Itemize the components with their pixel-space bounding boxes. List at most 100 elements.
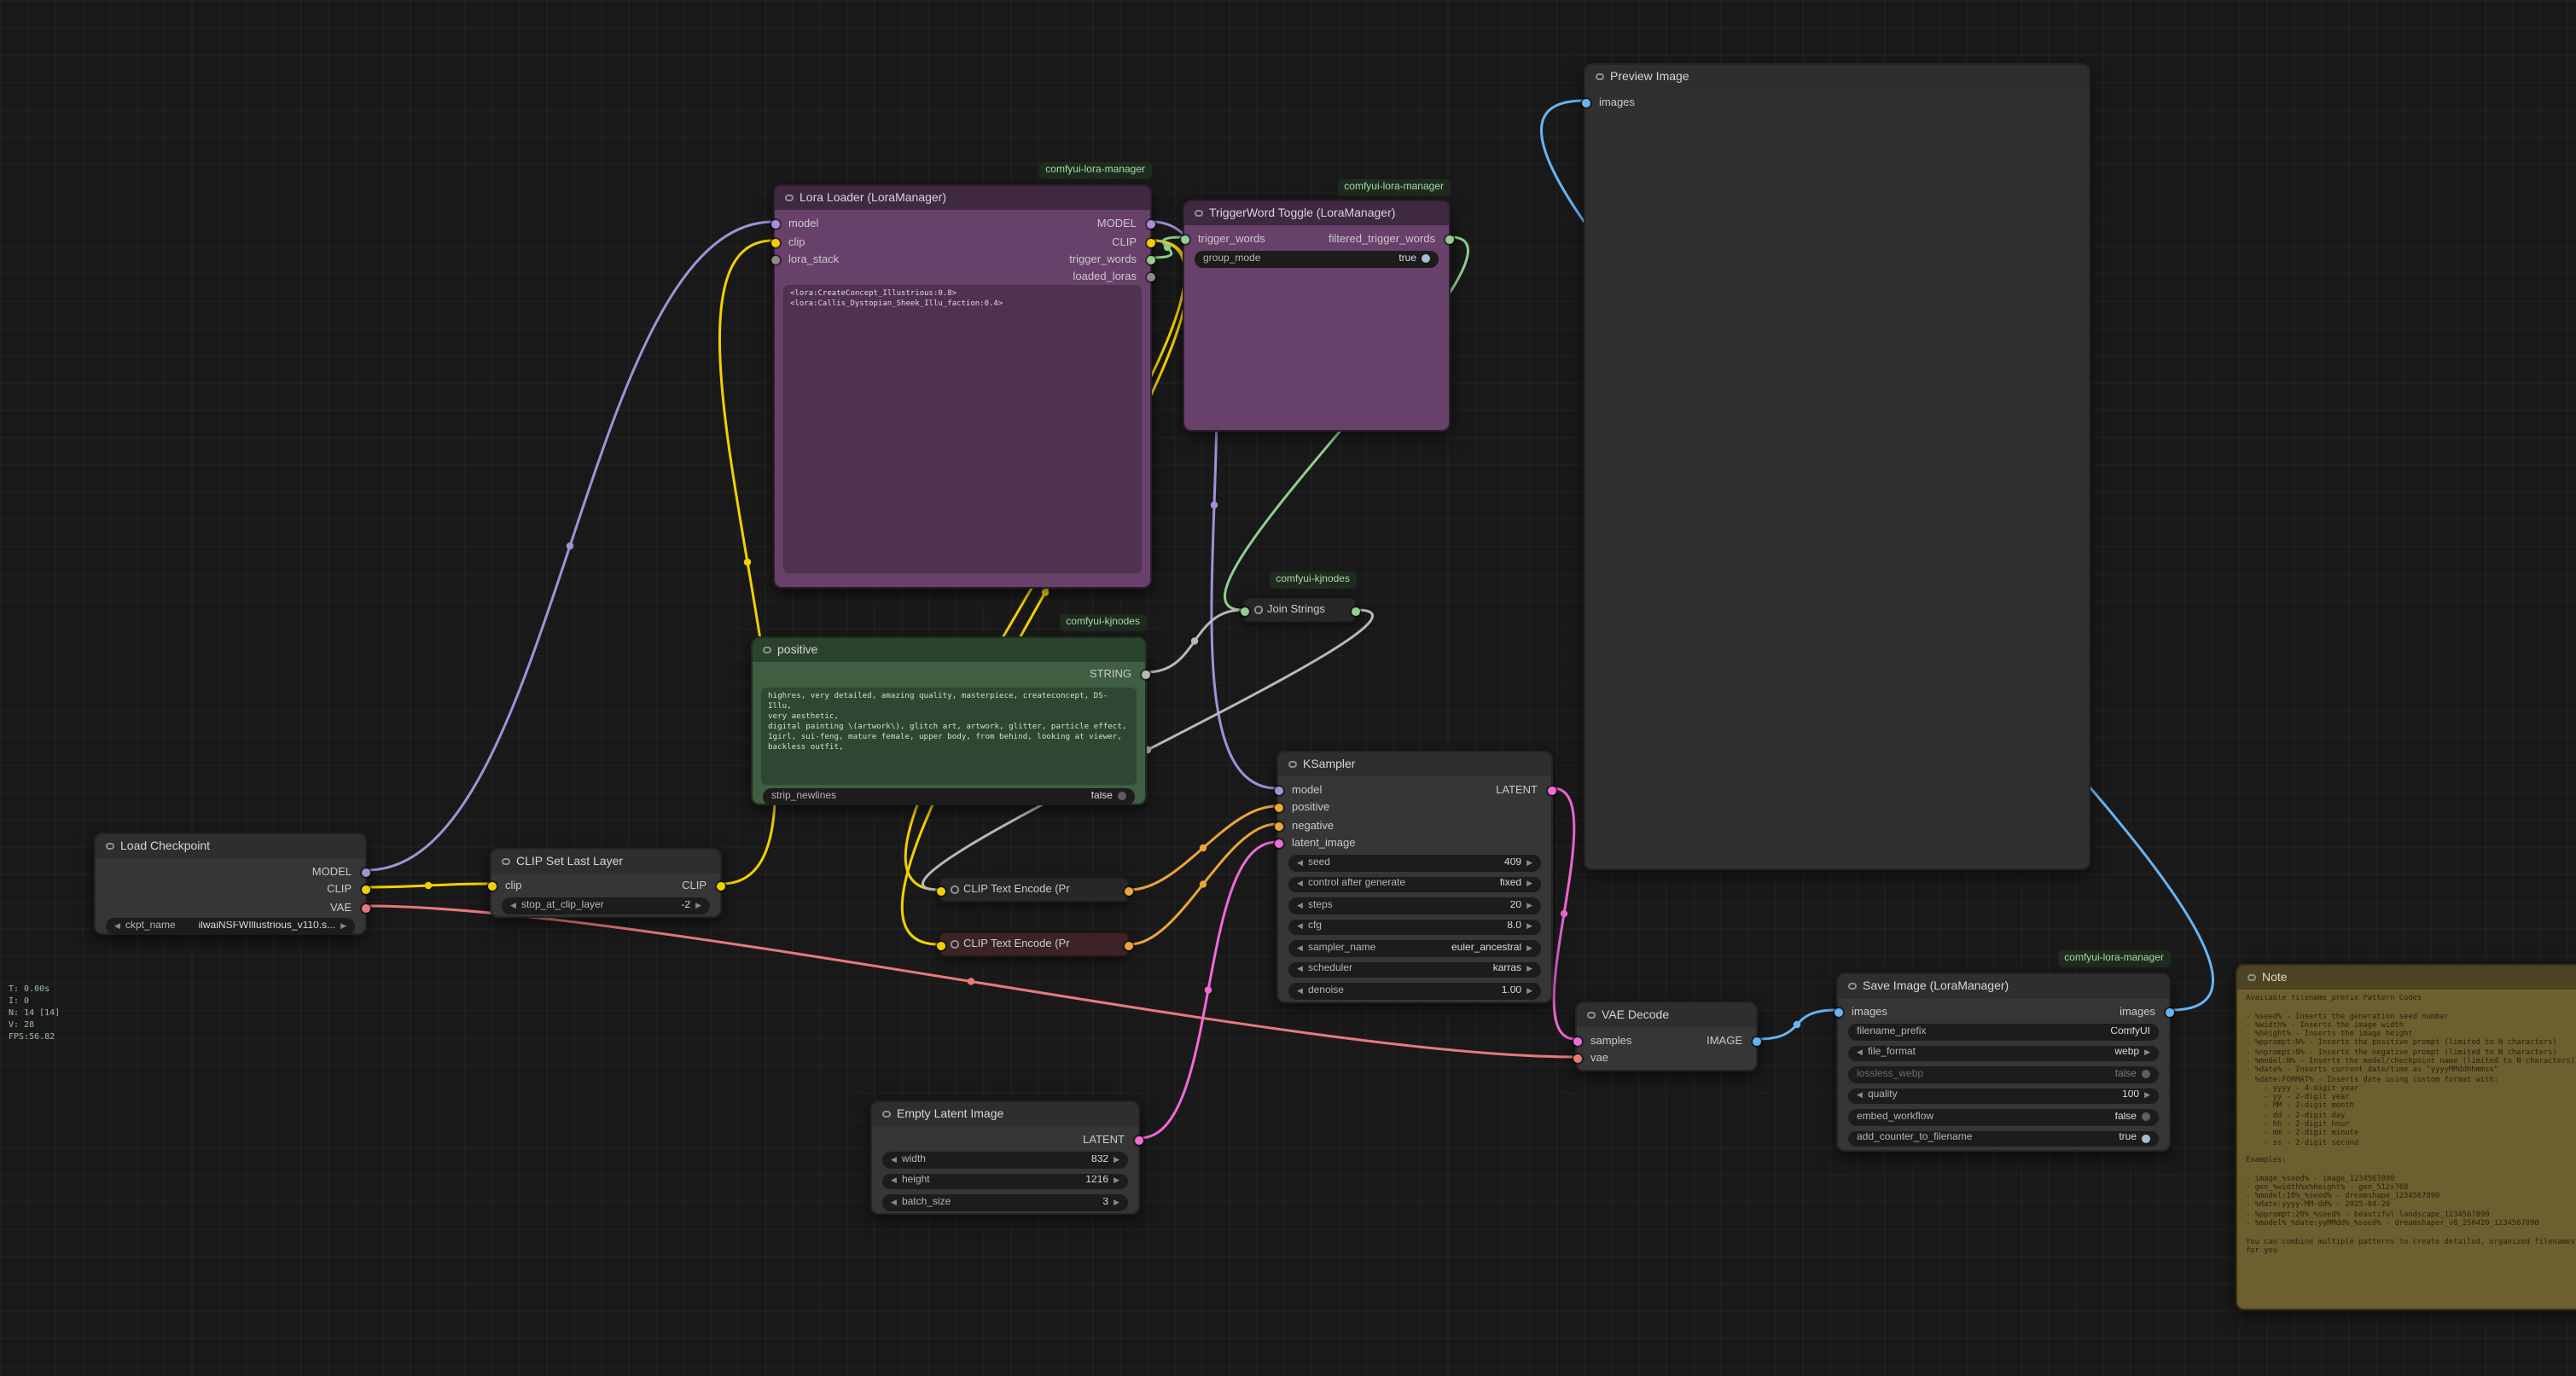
- left-arrow-icon[interactable]: ◀: [1297, 921, 1303, 931]
- right-arrow-icon[interactable]: ▶: [1114, 1154, 1119, 1164]
- node-header[interactable]: Save Image (LoraManager): [1838, 974, 2169, 998]
- toggle-knob[interactable]: [1422, 254, 1430, 264]
- left-arrow-icon[interactable]: ◀: [510, 900, 516, 909]
- latent-port[interactable]: [1573, 1036, 1581, 1045]
- right-arrow-icon[interactable]: ▶: [695, 900, 701, 909]
- node-join-strings[interactable]: Join Strings: [1240, 597, 1359, 623]
- collapse-dot-icon[interactable]: [1596, 73, 1603, 81]
- input-vae[interactable]: vae: [1573, 1050, 1608, 1067]
- right-arrow-icon[interactable]: ▶: [1526, 857, 1532, 867]
- model-port[interactable]: [361, 868, 369, 876]
- output-model[interactable]: MODEL: [312, 863, 369, 880]
- output-images[interactable]: images: [2120, 1003, 2173, 1020]
- collapse-dot-icon[interactable]: [106, 842, 113, 851]
- output-port[interactable]: [1124, 941, 1132, 949]
- input-samples[interactable]: samples: [1573, 1032, 1631, 1049]
- widget-scheduler[interactable]: ◀ scheduler karras ▶: [1288, 961, 1541, 978]
- node-triggerword-toggle[interactable]: TriggerWord Toggle (LoraManager) trigger…: [1180, 200, 1453, 432]
- input-positive[interactable]: positive: [1274, 799, 1329, 816]
- node-clip-text-encode-negative[interactable]: CLIP Text Encode (Pr: [936, 932, 1132, 957]
- trigger-words-port[interactable]: [1180, 235, 1189, 243]
- output-port[interactable]: [1124, 886, 1132, 895]
- output-image[interactable]: IMAGE: [1707, 1032, 1760, 1049]
- output-port[interactable]: [1351, 607, 1359, 615]
- node-lora-loader[interactable]: Lora Loader (LoraManager) model clip lor…: [770, 184, 1154, 589]
- input-lora-stack[interactable]: lora_stack: [770, 251, 839, 268]
- node-note[interactable]: Note Available filename_prefix Pattern C…: [2236, 964, 2576, 1310]
- model-port[interactable]: [1146, 219, 1154, 228]
- collapse-dot-icon[interactable]: [951, 885, 958, 894]
- widget-steps[interactable]: ◀ steps 20 ▶: [1288, 897, 1541, 914]
- left-arrow-icon[interactable]: ◀: [1297, 879, 1303, 888]
- conditioning-port[interactable]: [1274, 804, 1282, 812]
- right-arrow-icon[interactable]: ▶: [1526, 985, 1532, 995]
- output-string[interactable]: STRING: [1090, 665, 1149, 682]
- output-trigger-words[interactable]: trigger_words: [1069, 251, 1154, 268]
- input-clip[interactable]: clip: [770, 234, 805, 251]
- input-clip[interactable]: clip: [487, 877, 522, 894]
- node-ksampler[interactable]: KSampler model positive negative latent_…: [1274, 751, 1555, 1003]
- node-header[interactable]: Preview Image: [1585, 65, 2089, 89]
- right-arrow-icon[interactable]: ▶: [1526, 964, 1532, 973]
- output-loaded-loras[interactable]: loaded_loras: [1073, 268, 1154, 285]
- left-arrow-icon[interactable]: ◀: [1297, 943, 1303, 952]
- node-header[interactable]: Note: [2237, 966, 2576, 990]
- lora-stack-port[interactable]: [770, 255, 779, 264]
- latent-port[interactable]: [1547, 786, 1555, 794]
- node-positive-prompt[interactable]: positive STRING highres, very detailed, …: [751, 636, 1149, 805]
- widget-lossless-webp[interactable]: lossless_webp false: [1848, 1066, 2159, 1083]
- vae-port[interactable]: [361, 903, 369, 912]
- left-arrow-icon[interactable]: ◀: [1297, 985, 1303, 995]
- loaded-loras-port[interactable]: [1146, 272, 1154, 281]
- string-port[interactable]: [1141, 670, 1149, 678]
- toggle-knob[interactable]: [1118, 792, 1126, 801]
- node-save-image[interactable]: Save Image (LoraManager) images images f…: [1834, 972, 2173, 1152]
- node-header[interactable]: CLIP Set Last Layer: [491, 850, 720, 874]
- collapse-dot-icon[interactable]: [1254, 606, 1262, 614]
- output-clip[interactable]: CLIP: [1112, 234, 1154, 251]
- widget-batch-size[interactable]: ◀ batch_size 3 ▶: [882, 1194, 1128, 1211]
- left-arrow-icon[interactable]: ◀: [891, 1197, 897, 1206]
- widget-strip-newlines[interactable]: strip_newlines false: [763, 788, 1135, 804]
- conditioning-port[interactable]: [1274, 822, 1282, 830]
- right-arrow-icon[interactable]: ▶: [340, 920, 346, 930]
- left-arrow-icon[interactable]: ◀: [891, 1154, 897, 1164]
- right-arrow-icon[interactable]: ▶: [1114, 1197, 1119, 1206]
- collapse-dot-icon[interactable]: [763, 646, 770, 654]
- node-load-checkpoint[interactable]: Load Checkpoint MODEL CLIP VAE ◀ ckpt_na…: [94, 833, 369, 935]
- node-header[interactable]: TriggerWord Toggle (LoraManager): [1184, 201, 1449, 225]
- right-arrow-icon[interactable]: ▶: [1114, 1176, 1119, 1185]
- image-port[interactable]: [1752, 1036, 1760, 1045]
- image-port[interactable]: [2165, 1007, 2173, 1016]
- right-arrow-icon[interactable]: ▶: [1526, 900, 1532, 909]
- widget-embed-workflow[interactable]: embed_workflow false: [1848, 1109, 2159, 1125]
- input-model[interactable]: model: [770, 215, 818, 232]
- left-arrow-icon[interactable]: ◀: [1297, 857, 1303, 867]
- model-port[interactable]: [1274, 786, 1282, 794]
- vae-port[interactable]: [1573, 1054, 1581, 1063]
- node-preview-image[interactable]: Preview Image images: [1581, 63, 2090, 870]
- node-empty-latent-image[interactable]: Empty Latent Image LATENT ◀ width 832 ▶ …: [870, 1100, 1143, 1215]
- left-arrow-icon[interactable]: ◀: [114, 920, 120, 930]
- clip-port[interactable]: [361, 885, 369, 893]
- node-vae-decode[interactable]: VAE Decode samples vae IMAGE: [1573, 1002, 1760, 1071]
- widget-filename-prefix[interactable]: filename_prefix ComfyUI: [1848, 1024, 2159, 1040]
- toggle-knob[interactable]: [2142, 1070, 2150, 1079]
- output-clip[interactable]: CLIP: [682, 877, 724, 894]
- widget-file-format[interactable]: ◀ file_format webp ▶: [1848, 1045, 2159, 1061]
- widget-stop-at-clip-layer[interactable]: ◀ stop_at_clip_layer -2 ▶: [502, 897, 710, 914]
- collapse-dot-icon[interactable]: [502, 857, 509, 866]
- input-latent-image[interactable]: latent_image: [1274, 835, 1355, 852]
- right-arrow-icon[interactable]: ▶: [1526, 943, 1532, 952]
- toggle-knob[interactable]: [2142, 1134, 2150, 1143]
- widget-ckpt-name[interactable]: ◀ ckpt_name ilwaiNSFWIllustrious_v110.s.…: [106, 918, 355, 934]
- latent-port[interactable]: [1134, 1135, 1143, 1144]
- input-port[interactable]: [936, 886, 945, 895]
- collapse-dot-icon[interactable]: [2247, 973, 2255, 982]
- output-filtered-trigger-words[interactable]: filtered_trigger_words: [1329, 230, 1453, 247]
- widget-add-counter-to-filename[interactable]: add_counter_to_filename true: [1848, 1130, 2159, 1147]
- node-header[interactable]: positive: [753, 638, 1145, 662]
- left-arrow-icon[interactable]: ◀: [891, 1176, 897, 1185]
- widget-width[interactable]: ◀ width 832 ▶: [882, 1152, 1128, 1168]
- lora-syntax-textarea[interactable]: <lora:CreateConcept_Illustrious:0.8> <lo…: [783, 285, 1142, 573]
